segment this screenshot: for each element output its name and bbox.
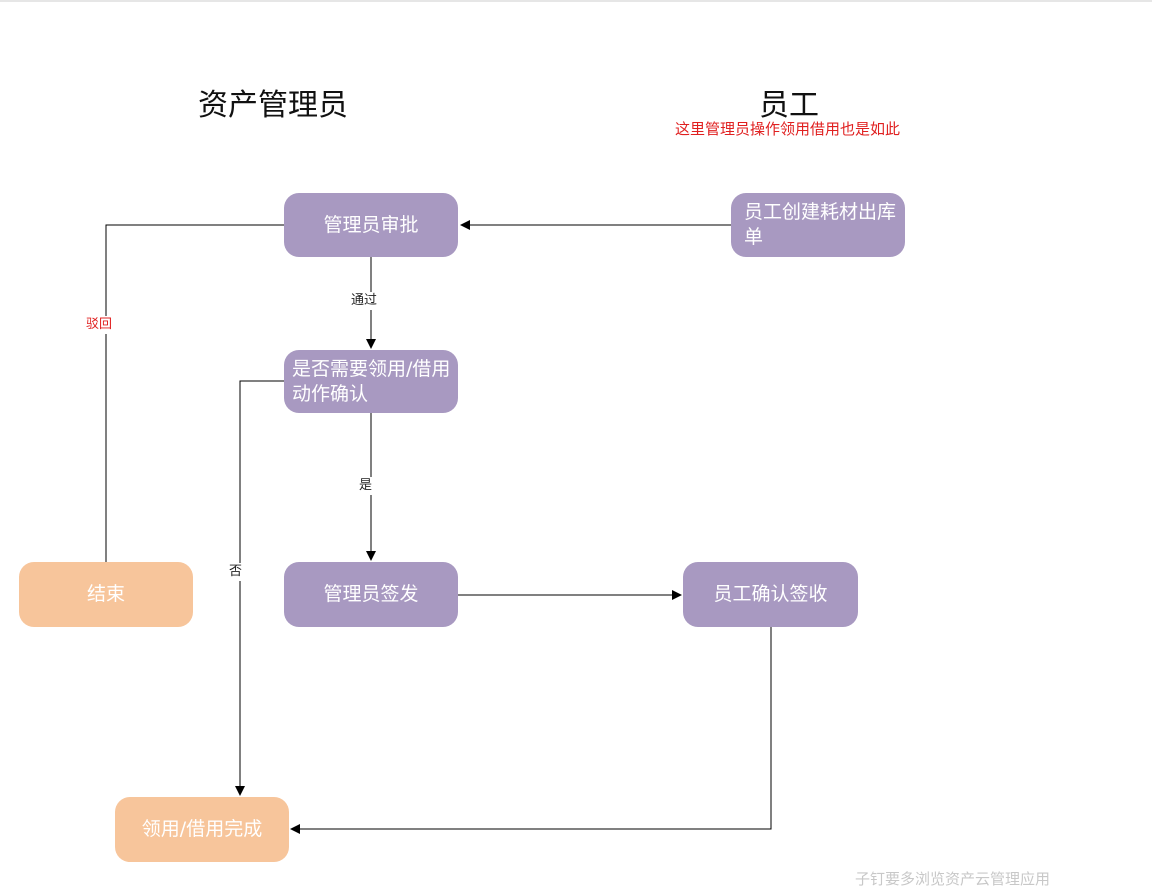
node-end-label: 结束 [86, 583, 125, 605]
node-employee-sign-label: 员工确认签收 [713, 583, 828, 605]
edge-approve-to-end [105, 224, 284, 562]
edge-label-no: 否 [229, 563, 243, 581]
node-done-label: 领用/借用完成 [141, 818, 263, 840]
node-need-confirm[interactable]: 是否需要领用/借用动作确认 [284, 350, 458, 413]
node-admin-approve[interactable]: 管理员审批 [284, 193, 458, 257]
node-admin-issue-label: 管理员签发 [323, 583, 419, 605]
annotation-note: 这里管理员操作领用借用也是如此 [675, 120, 901, 138]
node-admin-approve-label: 管理员审批 [323, 213, 419, 236]
node-need-confirm-label: 是否需要领用/借用动作确认 [292, 357, 451, 405]
edge-label-reject: 驳回 [86, 316, 113, 334]
edge-sign-to-done [290, 627, 772, 834]
node-employee-sign[interactable]: 员工确认签收 [683, 562, 858, 627]
lane-title-employee: 员工 [759, 88, 819, 123]
node-admin-issue[interactable]: 管理员签发 [284, 562, 458, 627]
footer-partial-text: 子钉要多浏览资产云管理应用 [855, 870, 1051, 888]
node-end[interactable]: 结束 [19, 562, 193, 627]
node-employee-create-label: 员工创建耗材出库单 [744, 201, 897, 248]
edge-confirm-to-done [235, 380, 284, 796]
edge-label-pass: 通过 [351, 292, 378, 310]
edge-label-yes: 是 [359, 477, 373, 495]
node-done[interactable]: 领用/借用完成 [115, 797, 289, 862]
lane-title-admin: 资产管理员 [198, 88, 348, 123]
node-employee-create[interactable]: 员工创建耗材出库单 [731, 193, 905, 257]
top-border [0, 0, 1152, 2]
